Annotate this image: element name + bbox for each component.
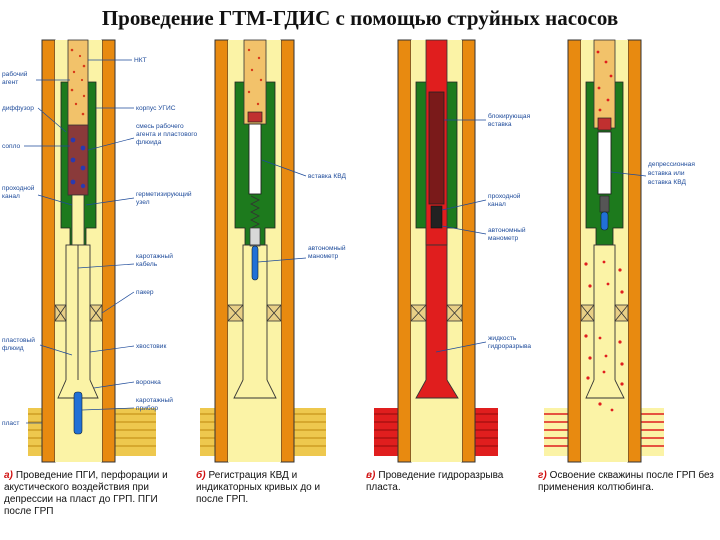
- panel-b-labels: вставка КВД автономный манометр: [257, 159, 346, 263]
- label-logging-tool-1: каротажный: [136, 396, 173, 404]
- label-frac-fluid-1: жидкость: [488, 335, 517, 342]
- caption-a-text: Проведение ПГИ, перфорации и акустическо…: [4, 470, 168, 517]
- label-mixture-2: агента и пластового: [136, 131, 198, 138]
- label-formation-fluid-2: флюид: [2, 345, 24, 352]
- caption-c-text: Проведение гидроразрыва пласта.: [366, 470, 504, 493]
- label-blocking-1: блокирующая: [488, 112, 531, 120]
- caption-d-text: Освоение скважины после ГРП без применен…: [538, 470, 714, 493]
- label-tail: хвостовик: [136, 343, 166, 350]
- label-working-agent-2: агент: [2, 79, 18, 86]
- caption-a: а)Проведение ПГИ, перфорации и акустичес…: [4, 470, 174, 518]
- label-seal-2: узел: [136, 199, 150, 206]
- caption-c: в)Проведение гидроразрыва пласта.: [366, 470, 516, 494]
- panel-c-well: [374, 39, 498, 463]
- label-kvd-insert: вставка КВД: [308, 173, 346, 180]
- label-seal-1: герметизирующий: [136, 190, 192, 198]
- label-formation-fluid-1: пластовый: [2, 336, 35, 344]
- label-gauge-c-1: автономный: [488, 226, 526, 234]
- caption-d-letter: г): [538, 470, 547, 481]
- panel-a-well: [28, 39, 156, 463]
- label-mixture-3: флюида: [136, 139, 162, 146]
- caption-b: б)Регистрация КВД и индикаторных кривых …: [196, 470, 344, 506]
- label-passage-c-2: канал: [488, 201, 506, 208]
- caption-a-letter: а): [4, 470, 13, 481]
- label-working-agent-1: рабочий: [2, 70, 28, 78]
- caption-d: г)Освоение скважины после ГРП без примен…: [538, 470, 714, 494]
- caption-b-text: Регистрация КВД и индикаторных кривых до…: [196, 470, 321, 505]
- caption-b-letter: б): [196, 470, 206, 481]
- label-frac-fluid-2: гидроразрыва: [488, 343, 531, 350]
- label-depression-2: вставка или: [648, 170, 685, 177]
- label-passage-2: канал: [2, 193, 20, 200]
- label-blocking-2: вставка: [488, 121, 512, 128]
- panel-a-labels: НКТ рабочий агент диффузор сопло корпус …: [2, 57, 198, 427]
- label-depression-3: вставка КВД: [648, 179, 686, 186]
- label-funnel: воронка: [136, 379, 161, 386]
- label-diffuser: диффузор: [2, 105, 34, 112]
- page-title: Проведение ГТМ-ГДИС с помощью струйных н…: [101, 6, 619, 30]
- label-depression-1: депрессионная: [648, 161, 695, 168]
- caption-c-letter: в): [366, 470, 376, 481]
- panel-d-labels: депрессионная вставка или вставка КВД: [610, 161, 695, 186]
- label-gauge-b-1: автономный: [308, 244, 346, 252]
- label-gauge-b-2: манометр: [308, 253, 339, 260]
- label-passage-1: проходной: [2, 184, 35, 192]
- label-packer: пакер: [136, 289, 154, 296]
- panel-d-well: [544, 39, 664, 463]
- label-passage-c-1: проходной: [488, 192, 521, 200]
- label-cable-1: каротажный: [136, 252, 173, 260]
- label-body: корпус УГИС: [136, 105, 176, 112]
- label-nozzle: сопло: [2, 143, 21, 150]
- label-gauge-c-2: манометр: [488, 235, 519, 242]
- label-layer: пласт: [2, 420, 19, 427]
- panel-c-labels: блокирующая вставка проходной канал авто…: [435, 112, 531, 353]
- panel-b-well: [200, 39, 326, 463]
- label-logging-tool-2: прибор: [136, 404, 158, 412]
- label-nkt: НКТ: [134, 57, 147, 64]
- label-mixture-1: смесь рабочего: [136, 122, 184, 130]
- label-cable-2: кабель: [136, 260, 158, 268]
